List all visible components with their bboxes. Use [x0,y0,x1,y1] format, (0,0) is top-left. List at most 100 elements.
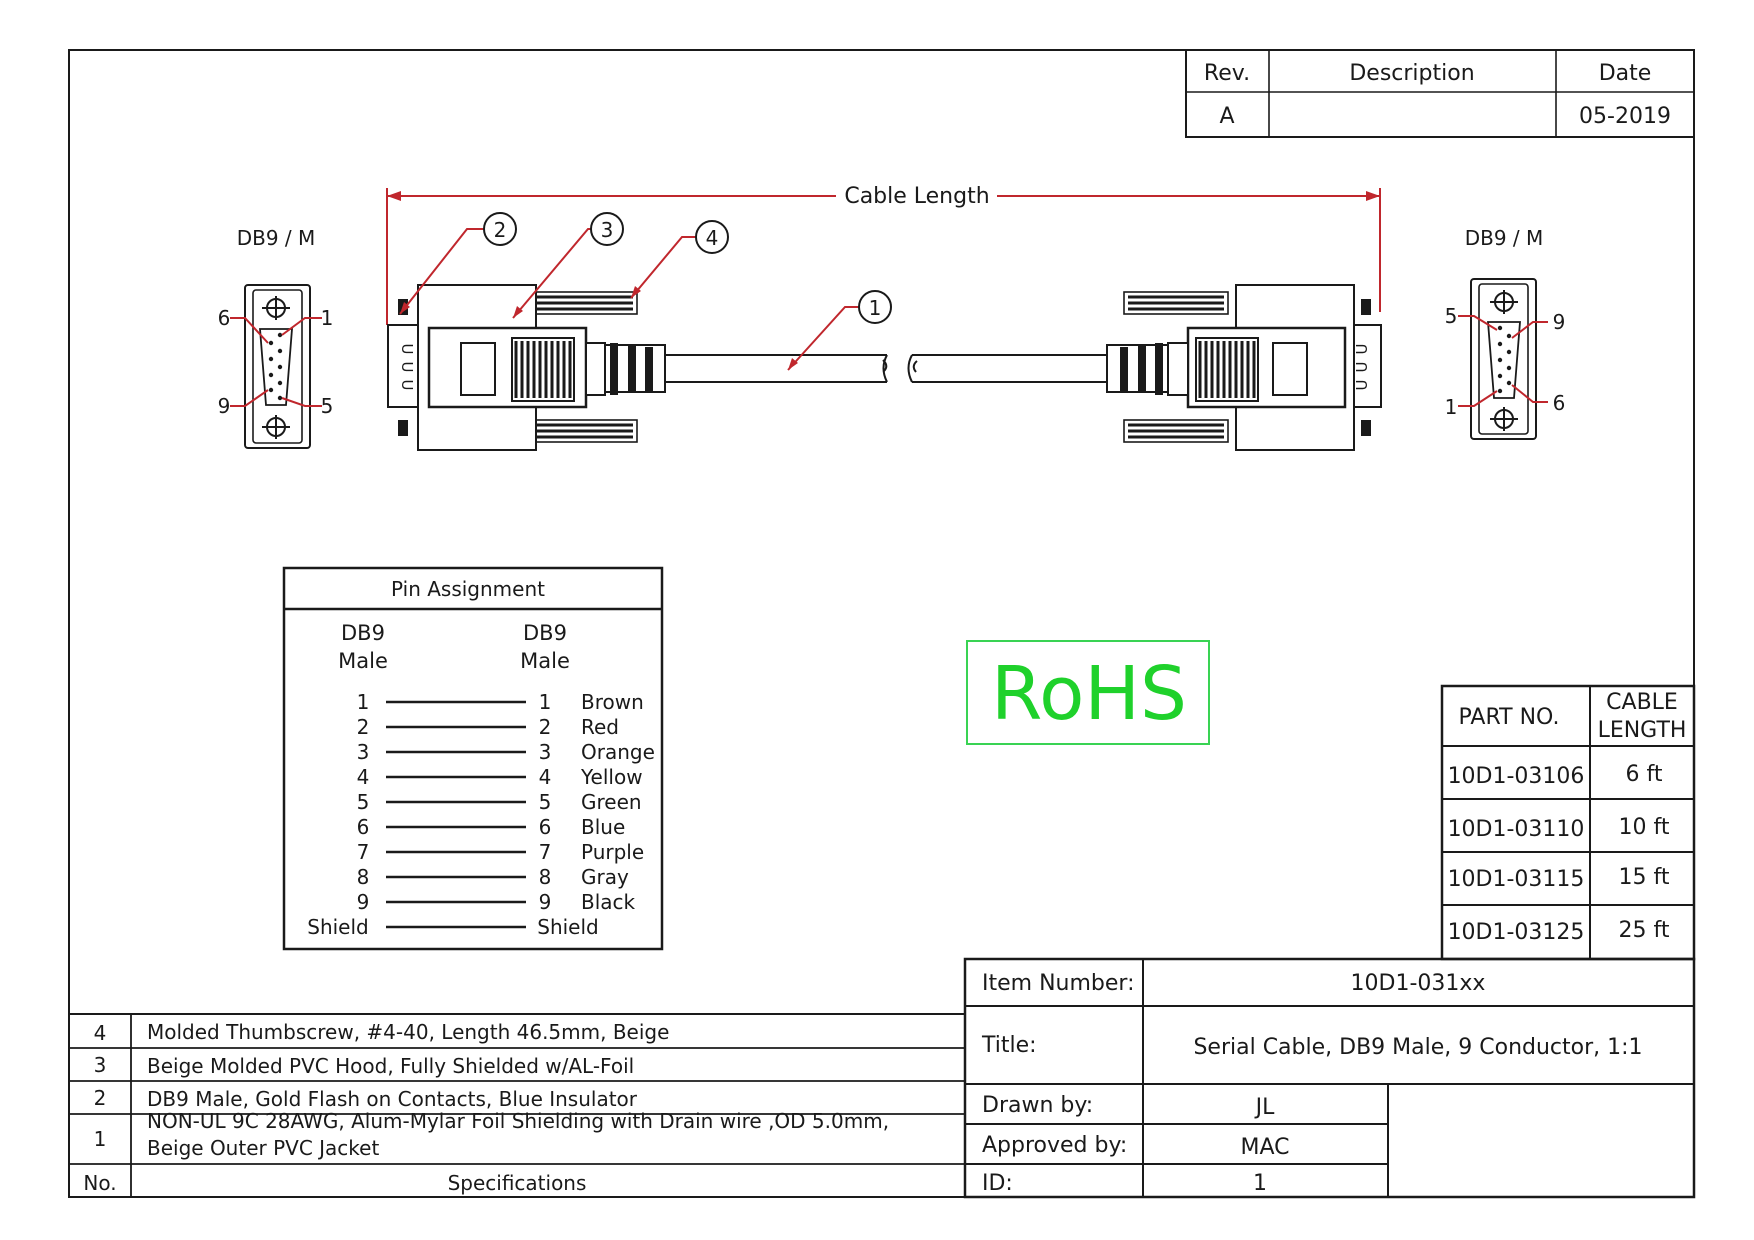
drawing-frame [68,49,1695,1198]
pin-right-label: 1 [539,690,552,714]
callout-1 [858,290,892,324]
wire-color-label: Brown [581,690,644,714]
right-pin-label-1: 1 [1445,395,1458,419]
rohs-label: RoHS [991,651,1187,737]
pin-left-label: 4 [357,765,370,789]
wire-color-label: Green [581,790,642,814]
cable-length-cell: 15 ft [1619,865,1670,890]
drawn-by-value: JL [1254,1095,1275,1120]
svg-text:1: 1 [869,296,882,320]
pin-assignment-title: Pin Assignment [391,577,545,601]
description-header: Description [1349,61,1474,86]
right-db9-face-view: DB9 / M 5 9 1 6 [1445,226,1566,440]
pin-left-label: 1 [357,690,370,714]
pin-right-label: Shield [537,915,598,939]
svg-text:U: U [398,344,416,355]
bom-row: 1 NON-UL 9C 28AWG, Alum-Mylar Foil Shield… [94,1109,889,1160]
pin-row: 2 2 Red [357,715,619,739]
id-label: ID: [982,1171,1013,1196]
part-no-header: PART NO. [1459,705,1560,730]
bom-item-number: 1 [94,1127,107,1151]
callout-3 [590,212,624,246]
right-pin-label-5: 5 [1445,304,1458,328]
svg-text:2: 2 [494,218,507,242]
bom-rows: 4 Molded Thumbscrew, #4-40, Length 46.5mm… [94,1020,889,1160]
right-header-line1: DB9 [523,621,567,645]
pin-left-label: 2 [357,715,370,739]
pin-right-label: 2 [539,715,552,739]
wire-color-label: Black [581,890,636,914]
bom-spec-text: Molded Thumbscrew, #4-40, Length 46.5mm,… [147,1020,669,1044]
left-pin-label-1: 1 [321,306,334,330]
approved-by-label: Approved by: [982,1133,1127,1158]
approved-by-value: MAC [1240,1135,1289,1160]
rev-value: A [1219,104,1234,129]
wire-color-label: Purple [581,840,644,864]
left-pin-label-5: 5 [321,394,334,418]
date-header: Date [1599,61,1652,86]
wire-color-label: Yellow [580,765,643,789]
bom-item-number: 4 [94,1021,107,1045]
bom-row: 4 Molded Thumbscrew, #4-40, Length 46.5mm… [94,1020,670,1045]
part-number-cell: 10D1-03125 [1448,920,1585,945]
right-connector-side-view: U U U [1106,284,1382,451]
rev-header: Rev. [1204,61,1250,86]
right-pin-label-6: 6 [1553,391,1566,415]
cable-length-cell: 10 ft [1619,815,1670,840]
date-value: 05-2019 [1579,104,1671,129]
bom-spec-header: Specifications [448,1171,587,1195]
left-header-line1: DB9 [341,621,385,645]
pin-left-label: 5 [357,790,370,814]
cable-length-dimension: Cable Length [386,184,1381,325]
svg-text:U: U [1353,362,1371,373]
right-header-line2: Male [520,649,570,673]
pin-left-label: 9 [357,890,370,914]
bom-spec-text: Beige Outer PVC Jacket [147,1136,379,1160]
svg-text:4: 4 [706,226,719,250]
part-number-cell: 10D1-03106 [1448,764,1585,789]
pin-left-label: Shield [307,915,368,939]
pin-row: 5 5 Green [357,790,642,814]
bom-spec-text: NON-UL 9C 28AWG, Alum-Mylar Foil Shieldi… [147,1109,889,1133]
bom-item-number: 3 [94,1053,107,1077]
wire-color-label: Gray [581,865,629,889]
svg-text:U: U [1353,344,1371,355]
title-label: Title: [981,1033,1037,1058]
right-connector-label: DB9 / M [1465,226,1544,250]
left-connector-side-view: U U U [387,284,666,451]
pin-left-label: 3 [357,740,370,764]
bom-spec-text: Beige Molded PVC Hood, Fully Shielded w/… [147,1054,634,1078]
pin-right-label: 6 [539,815,552,839]
pin-right-label: 4 [539,765,552,789]
svg-text:3: 3 [601,218,614,242]
wire-color-label: Red [581,715,619,739]
title-block: Item Number: 10D1-031xx Title: Serial Ca… [963,957,1696,1199]
pin-right-label: 9 [539,890,552,914]
pin-left-label: 7 [357,840,370,864]
left-pin-label-6: 6 [218,306,231,330]
bom-spec-text: DB9 Male, Gold Flash on Contacts, Blue I… [147,1087,638,1111]
bom-no-header: No. [83,1171,116,1195]
pin-right-label: 3 [539,740,552,764]
left-pin-label-9: 9 [218,394,231,418]
pin-right-label: 5 [539,790,552,814]
d-sub-shell [259,328,293,406]
pin-right-label: 8 [539,865,552,889]
rohs-mark: RoHS [966,640,1210,745]
left-db9-face-view: DB9 / M 6 1 9 5 [218,226,334,449]
d-sub-shell [1487,321,1521,399]
